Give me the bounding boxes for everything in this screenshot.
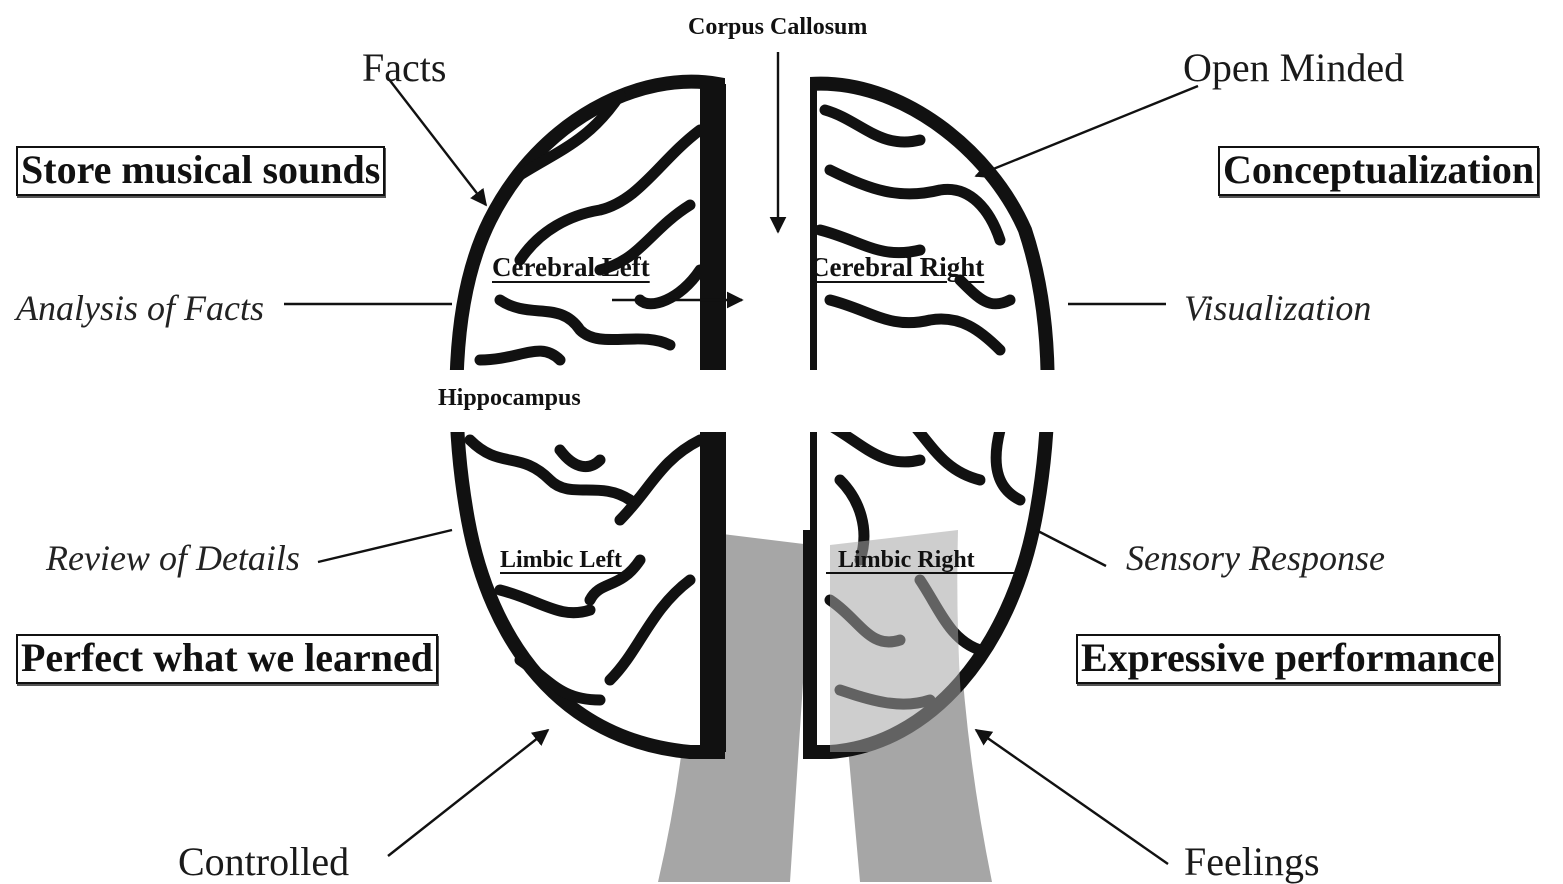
visualization-label: Visualization [1184, 290, 1371, 326]
conceptualization-box: Conceptualization [1218, 146, 1539, 196]
limbic-right-label: Limbic Right [838, 548, 975, 572]
limbic-left-label: Limbic Left [500, 548, 622, 572]
hippocampus-label: Hippocampus [438, 386, 581, 410]
central-gap [730, 60, 810, 530]
sensory-line [1036, 530, 1106, 566]
feelings-label: Feelings [1184, 842, 1320, 882]
analysis-of-facts-label: Analysis of Facts [16, 290, 264, 326]
open-minded-label: Open Minded [1183, 48, 1404, 88]
facts-label: Facts [362, 48, 446, 88]
facts-arrow [388, 78, 486, 205]
cerebral-right-label: Cerebral Right [810, 254, 984, 281]
controlled-label: Controlled [178, 842, 349, 882]
review-of-details-label: Review of Details [46, 540, 300, 576]
store-musical-sounds-box: Store musical sounds [16, 146, 385, 196]
open-minded-arrow [976, 86, 1198, 176]
corpus-callosum-label: Corpus Callosum [688, 15, 867, 39]
expressive-performance-box: Expressive performance [1076, 634, 1500, 684]
feelings-arrow [976, 730, 1168, 864]
cerebral-left-label: Cerebral Left [492, 254, 650, 281]
controlled-arrow [388, 730, 548, 856]
sensory-response-label: Sensory Response [1126, 540, 1385, 576]
perfect-what-we-learned-box: Perfect what we learned [16, 634, 438, 684]
review-line [318, 530, 452, 562]
